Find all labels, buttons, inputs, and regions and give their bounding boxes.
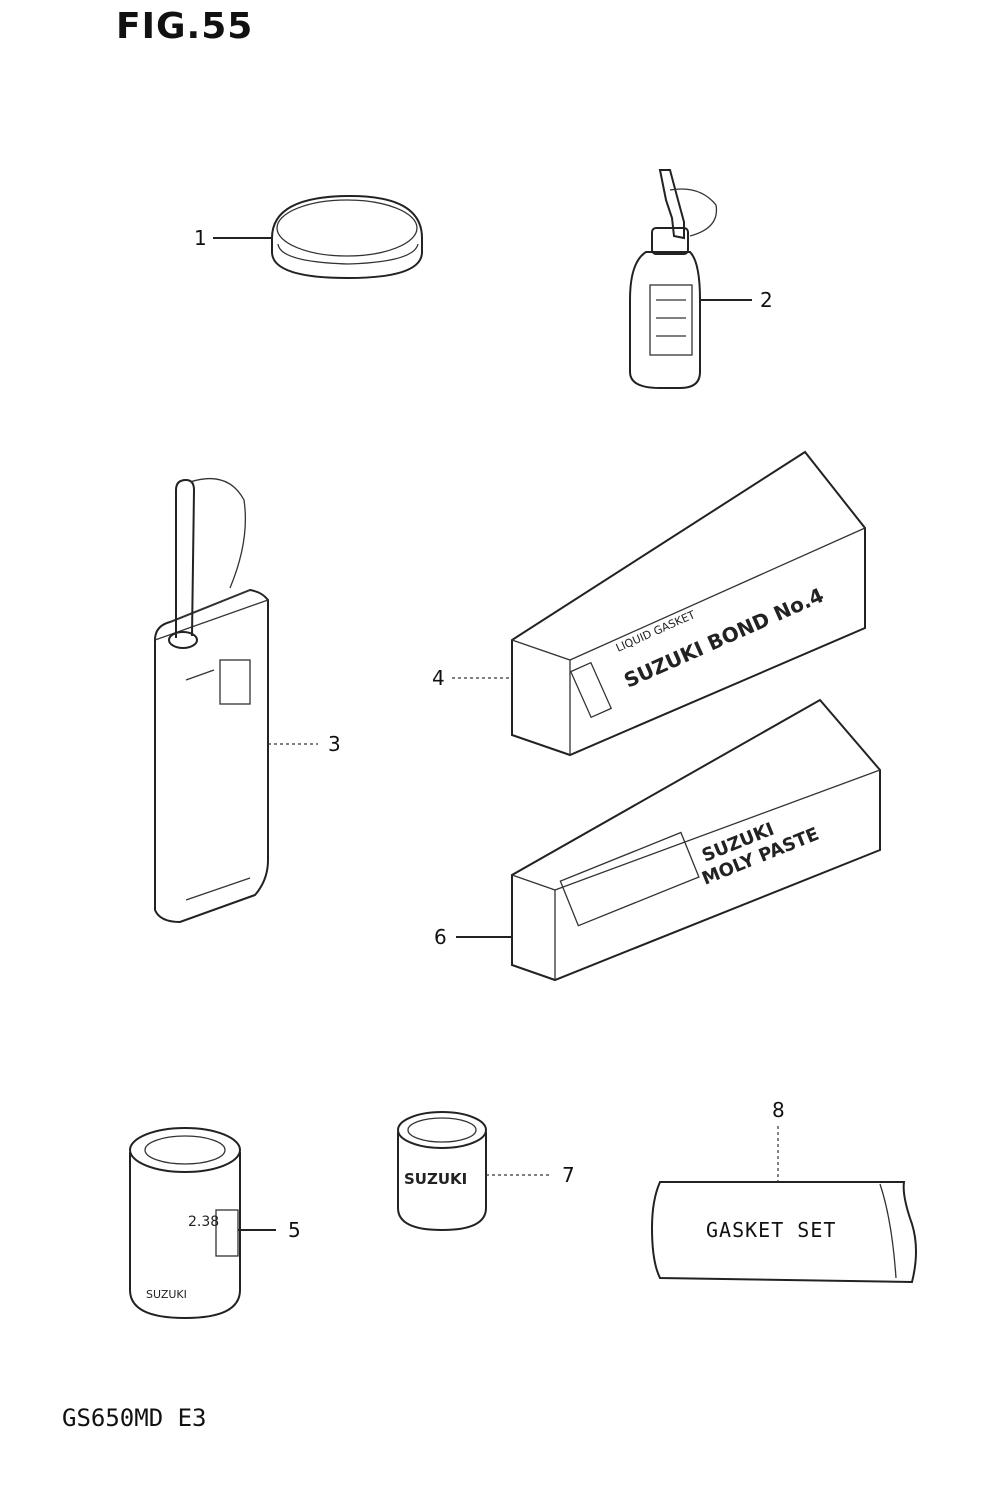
svg-text:SUZUKI: SUZUKI <box>404 1170 467 1188</box>
spray-can-icon: 2.38 SUZUKI <box>129 1127 276 1320</box>
oil-can-icon <box>154 478 318 924</box>
callout-1: 1 <box>194 226 207 250</box>
callout-5: 5 <box>288 1218 301 1242</box>
svg-text:2.38: 2.38 <box>188 1214 219 1230</box>
small-tin-icon: SUZUKI <box>397 1111 552 1232</box>
figure-title: FIG.55 <box>116 6 254 47</box>
callout-7: 7 <box>562 1163 575 1187</box>
callout-2: 2 <box>760 288 773 312</box>
gasket-set-bag-icon <box>650 1126 917 1284</box>
oil-bottle-icon <box>629 169 752 389</box>
moly-paste-box-icon: SUZUKI MOLY PASTE <box>456 698 881 982</box>
callout-4: 4 <box>432 666 445 690</box>
svg-text:SUZUKI: SUZUKI <box>146 1288 187 1301</box>
model-code: GS650MD E3 <box>62 1404 207 1432</box>
grease-container-icon <box>213 194 423 280</box>
callout-8: 8 <box>772 1098 785 1122</box>
callout-3: 3 <box>328 732 341 756</box>
gasket-set-label: GASKET SET <box>706 1218 837 1242</box>
callout-6: 6 <box>434 925 447 949</box>
